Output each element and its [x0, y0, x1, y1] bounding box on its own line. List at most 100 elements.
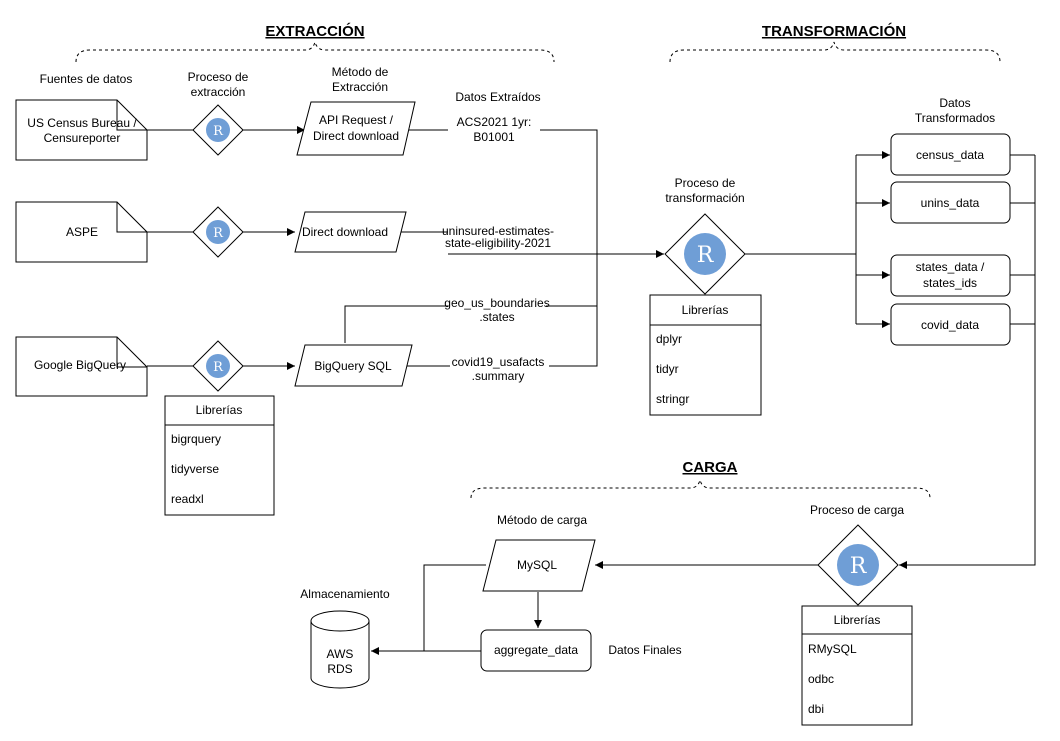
connectors [147, 126, 1036, 655]
extracted-uninsured-line2: state-eligibility-2021 [445, 236, 551, 250]
source-census-line1: US Census Bureau / [27, 116, 137, 130]
source-bigquery-label: Google BigQuery [34, 358, 126, 372]
merge-bus-right [540, 129, 598, 367]
library-item: tidyr [656, 362, 679, 376]
r-logo-glyph: R [213, 226, 224, 241]
load-section: CARGA [470, 459, 931, 499]
r-logo-glyph: R [213, 360, 224, 375]
method-api-request: API Request / Direct download [296, 101, 416, 156]
transformed-census-data: census_data [890, 133, 1011, 176]
library-item: dplyr [656, 332, 682, 346]
extracted-covid-line2: .summary [472, 369, 525, 383]
r-logo-icon [206, 220, 230, 244]
method-direct-download-label: Direct download [302, 225, 388, 239]
r-logo-icon [837, 544, 879, 586]
extraction-process-1: R [192, 104, 244, 156]
transformed-covid-label: covid_data [921, 318, 979, 332]
load-heading: CARGA [683, 459, 738, 476]
transformation-brace [669, 41, 1001, 63]
aggregate-data-label: aggregate_data [494, 643, 578, 657]
arrow-into-load [899, 155, 1036, 569]
transformation-section: TRANSFORMACIÓN [669, 22, 1001, 63]
r-logo-icon [206, 118, 230, 142]
extraction-section: EXTRACCIÓN [75, 22, 555, 63]
r-logo-icon [206, 354, 230, 378]
r-logo-icon [684, 233, 726, 275]
source-census-line2: Censureporter [44, 131, 121, 145]
source-bigquery: Google BigQuery [15, 336, 148, 397]
transformation-libraries-table: Librerías dplyr tidyr stringr [649, 294, 762, 416]
extraction-process-2: R [192, 206, 244, 258]
load-method-mysql-label: MySQL [517, 558, 557, 572]
extraction-process-3: R [192, 340, 244, 392]
final-data-label: Datos Finales [608, 643, 681, 657]
transformation-heading: TRANSFORMACIÓN [762, 22, 906, 40]
transformation-process-label-line1: Proceso de [675, 176, 736, 190]
load-process-label: Proceso de carga [810, 503, 904, 517]
method-api-line2: Direct download [313, 129, 399, 143]
library-item: tidyverse [171, 462, 219, 476]
transformed-data-label-line2: Transformados [915, 111, 995, 125]
extracted-geo-line2: .states [479, 310, 514, 324]
transformed-states-line2: states_ids [923, 276, 977, 290]
transformed-covid-data: covid_data [890, 303, 1011, 346]
source-census: US Census Bureau / Censureporter [15, 99, 148, 161]
library-item: stringr [656, 392, 689, 406]
storage-line1: AWS [327, 647, 354, 661]
load-libraries-table: Librerías RMySQL odbc dbi [801, 605, 913, 726]
aggregate-data: aggregate_data [480, 629, 592, 672]
extraction-process-label-line2: extracción [191, 85, 246, 99]
method-api-line1: API Request / [319, 113, 394, 127]
library-item: dbi [808, 702, 824, 716]
extraction-method-label-line1: Método de [332, 65, 389, 79]
extraction-heading: EXTRACCIÓN [265, 22, 364, 40]
extracted-uninsured: uninsured-estimates- state-eligibility-2… [442, 224, 554, 250]
method-bigquery-sql-label: BigQuery SQL [314, 359, 392, 373]
connector-method3-geo [344, 305, 448, 343]
method-direct-download: Direct download [294, 211, 407, 253]
extracted-acs: ACS2021 1yr: B01001 [448, 115, 540, 147]
transformed-unins-data: unins_data [890, 181, 1011, 224]
source-aspe-label: ASPE [66, 225, 98, 239]
extracted-data-label: Datos Extraídos [455, 90, 540, 104]
library-item: RMySQL [808, 642, 857, 656]
extraction-method-label-line2: Extracción [332, 80, 388, 94]
extracted-covid: covid19_usafacts .summary [450, 355, 549, 383]
load-libraries-title: Librerías [834, 613, 881, 627]
library-item: odbc [808, 672, 834, 686]
extracted-uninsured-line1: uninsured-estimates- [442, 224, 554, 238]
storage-aws-rds: AWS RDS [310, 610, 370, 689]
r-logo-glyph: R [697, 243, 715, 268]
extracted-covid-line1: covid19_usafacts [452, 355, 545, 369]
load-method-label: Método de carga [497, 513, 587, 527]
transformed-data-label-line1: Datos [939, 96, 970, 110]
extracted-acs-line2: B01001 [473, 130, 515, 144]
extraction-process-label-line1: Proceso de [188, 70, 249, 84]
storage-line2: RDS [327, 662, 352, 676]
extracted-geo-line1: geo_us_boundaries [444, 296, 549, 310]
load-method-mysql: MySQL [482, 539, 596, 592]
transformation-libraries-title: Librerías [682, 303, 729, 317]
sources-label: Fuentes de datos [40, 72, 133, 86]
transformed-census-label: census_data [916, 148, 984, 162]
r-logo-glyph: R [850, 554, 868, 579]
storage-label: Almacenamiento [300, 587, 390, 601]
load-process: R [817, 524, 899, 606]
r-logo-glyph: R [213, 124, 224, 139]
method-bigquery-sql: BigQuery SQL [294, 344, 413, 387]
extraction-brace [75, 41, 555, 63]
transformed-states-line1: states_data / [916, 260, 985, 274]
extraction-libraries-table: Librerías bigrquery tidyverse readxl [164, 395, 275, 516]
extracted-acs-line1: ACS2021 1yr: [457, 115, 532, 129]
library-item: bigrquery [171, 432, 221, 446]
transformation-process-label-line2: transformación [665, 191, 744, 205]
extracted-geo-boundaries: geo_us_boundaries .states [444, 296, 550, 324]
connector-mysql-storage [423, 564, 486, 651]
load-brace [470, 479, 931, 499]
transformation-process: R [664, 213, 746, 295]
library-item: readxl [171, 492, 204, 506]
transformed-unins-label: unins_data [921, 196, 980, 210]
extraction-libraries-title: Librerías [196, 403, 243, 417]
transformed-states-data: states_data / states_ids [890, 254, 1011, 297]
